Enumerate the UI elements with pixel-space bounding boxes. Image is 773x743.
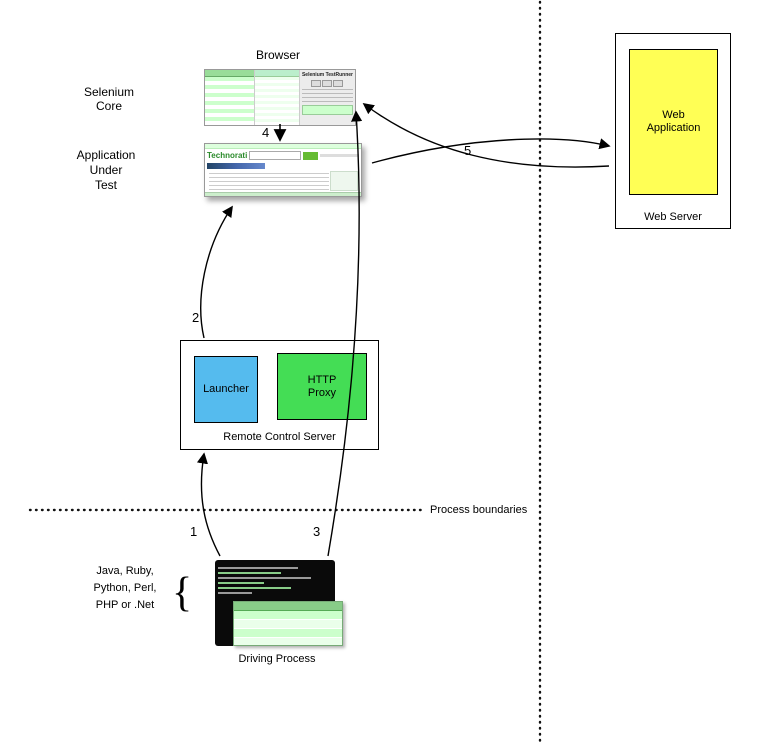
page-footer-strip: [205, 192, 361, 196]
selenium-core-label: Selenium Core: [83, 85, 135, 113]
testrunner-steps-table: [255, 70, 300, 125]
terminal-result-table: [233, 601, 343, 646]
languages-label: Java, Ruby, Python, Perl, PHP or .Net: [93, 565, 157, 611]
terminal-text-line: [218, 587, 291, 589]
web-application-box: Web Application: [629, 49, 718, 195]
remote-control-server-box: Launcher HTTP Proxy Remote Control Serve…: [180, 340, 379, 450]
arrow-1-label: 1: [190, 524, 198, 539]
header-text-line: [320, 154, 359, 157]
page-header-bar: Technorati: [205, 149, 361, 162]
arrow-2: [200, 205, 233, 339]
pause-button-icon: [333, 80, 344, 87]
search-button: [303, 151, 319, 160]
web-server-label: Web Server: [644, 211, 702, 223]
status-text-lines: [301, 89, 353, 103]
arrow-5-request: [371, 138, 611, 164]
arrow-5-label: 5: [464, 143, 472, 158]
table-rows-strip: [234, 611, 342, 645]
driving-process-label: Driving Process: [238, 653, 316, 665]
sidebar-panel: [330, 171, 358, 191]
technorati-logo: Technorati: [207, 151, 248, 160]
sponsor-banner: [207, 163, 265, 169]
application-under-test-label: Application Under Test: [76, 148, 136, 192]
table-header-strip: [234, 602, 342, 611]
table-rows-strip: [205, 77, 255, 125]
table-header-strip: [205, 70, 255, 77]
testrunner-control-panel: Selenium TestRunner: [299, 70, 355, 125]
arrow-1: [196, 452, 221, 557]
testrunner-results-table: [205, 70, 256, 125]
process-boundaries-label: Process boundaries: [430, 504, 528, 516]
remote-control-server-label: Remote Control Server: [223, 431, 336, 443]
http-proxy-box: HTTP Proxy: [277, 353, 367, 420]
log-panel: [301, 105, 353, 115]
launcher-box: Launcher: [194, 356, 258, 423]
sponsor-bar: [205, 162, 361, 170]
arrow-5-response: [362, 102, 610, 168]
arrow-2-label: 2: [192, 310, 200, 325]
browser-label: Browser: [255, 48, 300, 62]
search-input: [249, 151, 302, 160]
testrunner-title: Selenium TestRunner: [301, 72, 353, 78]
selenium-testrunner-screenshot: Selenium TestRunner: [204, 69, 356, 126]
page-body: [205, 170, 361, 192]
terminal-text-line: [218, 577, 312, 579]
arrow-3-label: 3: [313, 524, 321, 539]
testrunner-buttons: [302, 80, 353, 87]
play-button-icon: [311, 80, 322, 87]
terminal-text-line: [218, 582, 264, 584]
table-rows-strip: [255, 77, 299, 125]
step-button-icon: [322, 80, 333, 87]
arrow-4-label: 4: [262, 125, 270, 140]
brace-glyph: {: [172, 570, 193, 616]
table-header-strip: [255, 70, 299, 77]
terminal-text-line: [218, 567, 298, 569]
web-server-box: Web Application Web Server: [615, 33, 731, 229]
terminal-text-line: [218, 592, 253, 594]
body-text-lines: [209, 173, 329, 190]
page-top-strip: [205, 144, 361, 149]
terminal-text-line: [218, 572, 281, 574]
application-under-test-screenshot: Technorati: [204, 143, 362, 197]
